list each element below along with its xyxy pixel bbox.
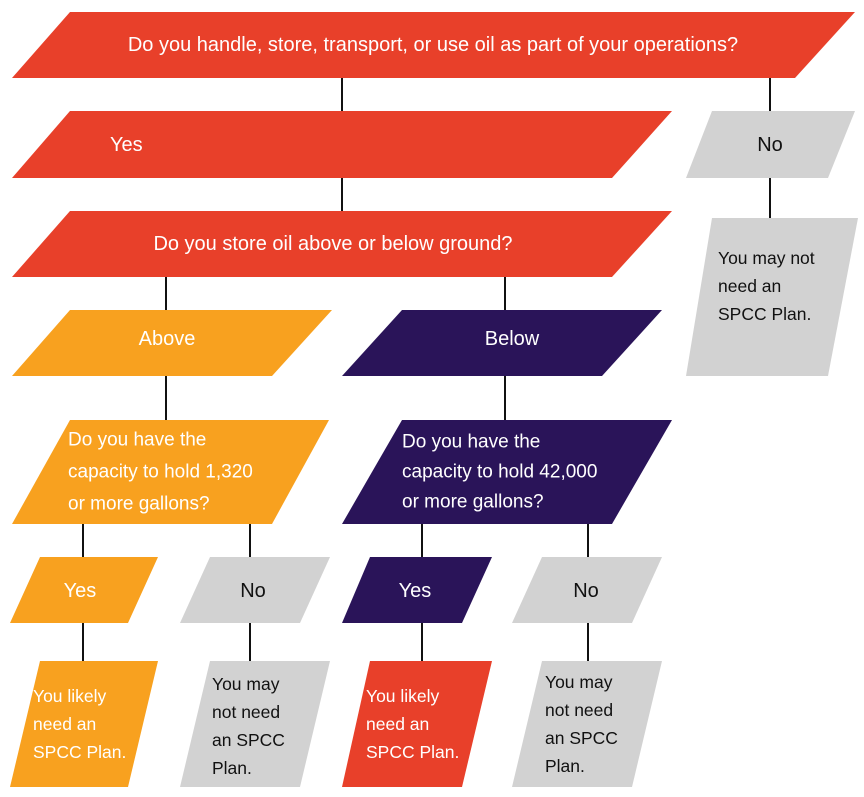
node-text-line: Do you have the (68, 430, 206, 451)
node-text-line: Do you store oil above or below ground? (153, 233, 512, 255)
node-text-line: or more gallons? (402, 492, 544, 513)
node-text-line: capacity to hold 1,320 (68, 462, 253, 483)
node-shape (686, 218, 858, 376)
node-result-no-below: You may not need an SPCC Plan. (512, 661, 662, 787)
node-no-top: No (686, 111, 855, 178)
node-text-line: not need (212, 702, 280, 722)
node-text-line: or more gallons? (68, 494, 210, 515)
node-text-line: You may (212, 674, 280, 694)
node-text-line: Yes (64, 580, 97, 602)
node-text-line: You may (545, 672, 613, 692)
node-q-handle-oil: Do you handle, store, transport, or use … (12, 12, 855, 78)
node-q-above-below: Do you store oil above or below ground? (12, 211, 672, 277)
node-text-line: not need (545, 700, 613, 720)
node-q-capacity-42000: Do you have the capacity to hold 42,000 or… (342, 420, 672, 524)
node-yes-below: Yes (342, 557, 492, 623)
node-result-no-above: You may not need an SPCC Plan. (180, 661, 330, 787)
node-yes-top: Yes (12, 111, 672, 178)
node-above: Above (12, 310, 332, 376)
node-text-line: You likely (366, 686, 440, 706)
node-shape (686, 111, 855, 178)
node-no-below: No (512, 557, 662, 623)
node-text-line: SPCC Plan. (718, 304, 811, 324)
node-text-line: You may not (718, 248, 815, 268)
node-text-line: Plan. (212, 758, 252, 778)
node-no-top-result: You may not need an SPCC Plan. (686, 218, 858, 376)
node-shape (10, 661, 158, 787)
node-text-line: Do you handle, store, transport, or use … (128, 34, 738, 56)
node-shape (342, 310, 662, 376)
node-text-line: need an (718, 276, 781, 296)
node-result-yes-below: You likely need an SPCC Plan. (342, 661, 492, 787)
node-shape (12, 420, 329, 524)
node-text-line: SPCC Plan. (33, 742, 126, 762)
node-text-line: need an (366, 714, 429, 734)
node-shape (12, 12, 855, 78)
node-shape (12, 310, 332, 376)
node-text-line: No (240, 580, 266, 602)
node-text-line: an SPCC (545, 728, 618, 748)
node-result-yes-above: You likely need an SPCC Plan. (10, 661, 158, 787)
node-shape (180, 557, 330, 623)
node-text-line: an SPCC (212, 730, 285, 750)
node-shape (12, 111, 672, 178)
node-text-line: Below (485, 328, 540, 350)
node-shape (10, 557, 158, 623)
node-text-line: No (573, 580, 599, 602)
node-text-line: Yes (110, 134, 143, 156)
node-shape (180, 661, 330, 787)
node-shape (12, 211, 672, 277)
node-text-line: Yes (399, 580, 432, 602)
node-text-line: Do you have the (402, 432, 540, 453)
node-text-line: need an (33, 714, 96, 734)
node-shape (342, 420, 672, 524)
node-shape (342, 557, 492, 623)
node-q-capacity-1320: Do you have the capacity to hold 1,320 or … (12, 420, 329, 524)
node-yes-above: Yes (10, 557, 158, 623)
node-text-line: SPCC Plan. (366, 742, 459, 762)
node-below: Below (342, 310, 662, 376)
node-text-line: capacity to hold 42,000 (402, 462, 597, 483)
node-shape (512, 557, 662, 623)
node-no-above: No (180, 557, 330, 623)
node-shape (512, 661, 662, 787)
node-text-line: You likely (33, 686, 107, 706)
node-text-line: Plan. (545, 756, 585, 776)
node-text-line: No (757, 134, 783, 156)
node-text-line: Above (139, 328, 196, 350)
node-shape (342, 661, 492, 787)
